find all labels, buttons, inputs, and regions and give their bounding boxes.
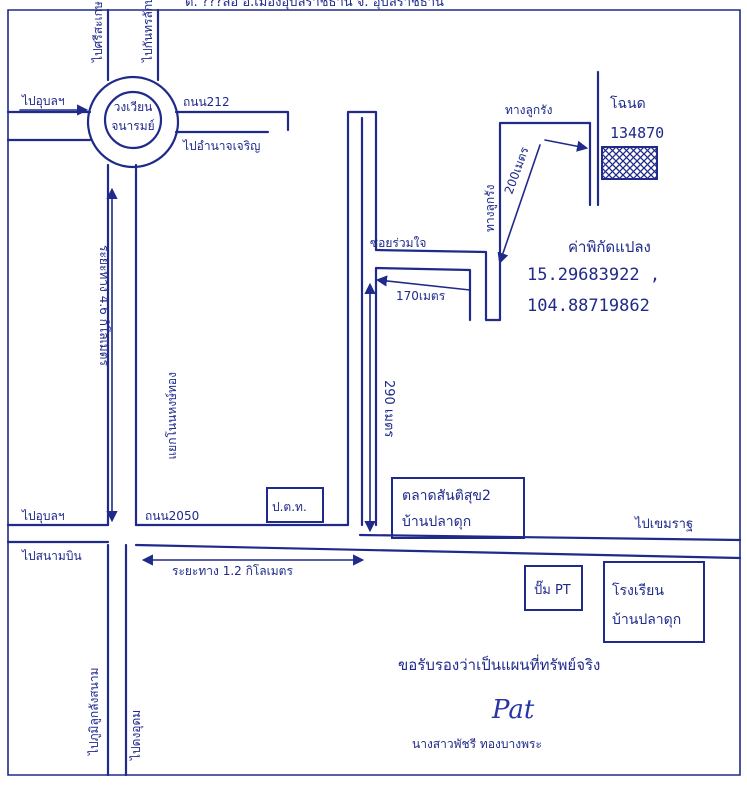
label-to-dong-udom: ไปดงอุดม	[129, 710, 144, 761]
certification-statement: ขอรับรองว่าเป็นแผนที่ทรัพย์จริง	[398, 654, 600, 674]
label-dist-200: 200เมตร	[502, 145, 532, 196]
label-to-north-2: ไปกันทรลักษ์	[141, 0, 155, 63]
road-south-bottom	[106, 543, 128, 777]
header-address: ต. ???ลอ อ.เมืองอุบลราชธานี จ. อุบลราชธา…	[185, 0, 444, 10]
label-to-amnat: ไปอำนาจเจริญ	[182, 139, 260, 153]
road-west-top	[6, 110, 92, 142]
label-to-north-1: ไปศรีสะเกษ	[91, 1, 105, 63]
landmark-school-box	[603, 561, 705, 643]
label-distance-bottom: ระยะทาง 1.2 กิโลเมตร	[172, 564, 293, 578]
label-junction-vertical: แยกโนนหงษ์ทอง	[165, 372, 179, 460]
coordinates-label: ค่าพิกัดแปลง	[568, 238, 651, 256]
label-road-2050: ถนน2050	[145, 509, 199, 523]
label-to-khemarat: ไปเขมราฐ	[634, 516, 693, 532]
road-2050-lower	[358, 533, 742, 542]
soi-road	[360, 116, 592, 527]
road-north	[106, 8, 160, 82]
arrow-170	[375, 275, 471, 291]
roundabout-label-1: วงเวียน	[114, 100, 153, 114]
landmark-market-1: ตลาดสันติสุข2	[402, 488, 491, 504]
label-road-212: ถนน212	[183, 95, 230, 109]
landmark-pump: ปั๊ม PT	[534, 580, 571, 598]
roundabout-outer	[86, 75, 180, 169]
landmark-pot-box	[266, 487, 324, 523]
page-border	[7, 9, 741, 776]
road-2050-south-edge	[6, 540, 742, 560]
plot-title: โฉนด	[610, 95, 646, 112]
plot-deed-number: 134870	[610, 124, 664, 142]
certification-name: นางสาวพัชรี ทองบางพระ	[412, 737, 542, 751]
landmark-school-1: โรงเรียน	[612, 582, 664, 599]
plot-lane-vertical	[588, 70, 600, 207]
label-to-phu: ไปภูมิลูกลังสนาม	[87, 668, 102, 756]
label-distance-left: ระยะทาง 4.6 กิโลเมตร	[97, 245, 111, 366]
landmark-market-box	[391, 477, 525, 539]
label-soi-name: ซอยร่วมใจ	[370, 236, 426, 250]
label-lane-top: ทางลูกรัง	[505, 103, 552, 118]
arrow-200-b	[544, 139, 589, 152]
landmark-market-2: บ้านปลาดุก	[402, 514, 471, 530]
landmark-pump-box	[524, 565, 583, 611]
label-dist-170: 170เมตร	[396, 289, 446, 303]
roundabout-label-2: จนารมย์	[111, 119, 154, 133]
landmark-school-2: บ้านปลาดุก	[612, 612, 681, 628]
road-212	[174, 110, 290, 134]
label-lane-vertical: ทางลูกรัง	[483, 185, 498, 232]
road-2050-upper	[6, 110, 378, 527]
coordinates-lat: 15.29683922 ,	[527, 265, 660, 285]
label-to-airport: ไปสนามบิน	[21, 549, 82, 563]
certification-signature: Pat	[491, 695, 535, 725]
label-to-ubon-bottom: ไปอุบลฯ	[21, 509, 65, 524]
arrow-200-a	[497, 144, 541, 265]
plot-hatched-area	[601, 146, 658, 180]
label-to-ubon-top: ไปอุบลฯ	[21, 94, 65, 109]
roundabout-inner	[103, 90, 163, 150]
landmark-pot: ป.ต.ท.	[272, 500, 307, 514]
label-dist-290: 290 เมตร	[381, 380, 396, 437]
coordinates-lon: 104.88719862	[527, 296, 650, 316]
